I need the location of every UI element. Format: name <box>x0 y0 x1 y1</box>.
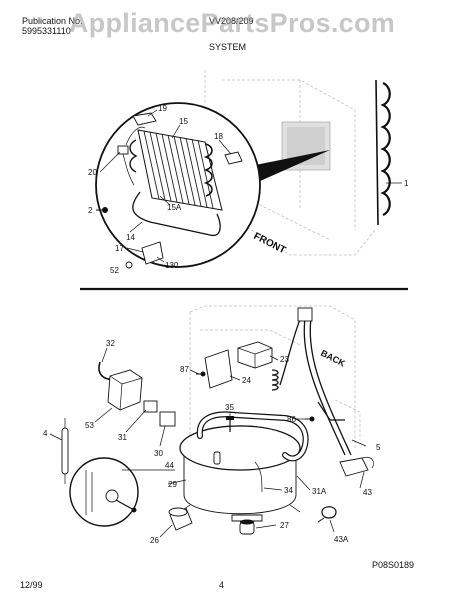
publication-number: 5995331110 <box>22 26 71 36</box>
tubing-bundle-5 <box>271 307 352 456</box>
grommet-26 <box>168 507 193 531</box>
callout-14: 14 <box>126 233 135 242</box>
callout-20: 20 <box>88 168 97 177</box>
callout-30: 30 <box>154 449 163 458</box>
drier-4 <box>61 418 69 484</box>
thermostat-20 <box>117 126 146 186</box>
pointer-arrow <box>240 150 330 190</box>
top-leader-lines <box>99 109 232 263</box>
callout-15: 15 <box>179 117 188 126</box>
screw-87 <box>196 371 206 377</box>
callout-31: 31 <box>118 433 127 442</box>
bottom-leader-lines <box>49 347 367 538</box>
screw-86 <box>305 416 315 422</box>
footer-date: 12/99 <box>20 580 43 590</box>
callout-24: 24 <box>242 376 251 385</box>
back-label: BACK <box>319 348 347 369</box>
callout-35: 35 <box>225 403 234 412</box>
callout-86: 86 <box>287 415 296 424</box>
footer-page: 4 <box>219 580 225 590</box>
callout-19: 19 <box>158 104 167 113</box>
connector-31 <box>143 400 158 413</box>
callout-17: 17 <box>115 244 124 253</box>
publication-label: Publication No. <box>22 16 83 26</box>
insulation-pad-18 <box>224 151 243 165</box>
cord-cover-53 <box>107 369 143 411</box>
watermark: AppliancePartsPros.com <box>68 8 396 38</box>
callout-43A: 43A <box>334 535 349 544</box>
callout-44: 44 <box>165 461 174 470</box>
foot-27 <box>239 519 255 535</box>
callout-15A: 15A <box>167 203 182 212</box>
drain-tube-14 <box>132 191 221 237</box>
screw-35 <box>226 416 234 432</box>
compressor-29 <box>179 411 309 522</box>
wire-34 <box>254 461 263 493</box>
bracket-24 <box>204 349 233 389</box>
callout-26: 26 <box>150 536 159 545</box>
connector-30 <box>159 411 176 427</box>
callout-53: 53 <box>85 421 94 430</box>
cabinet-outline-bottom <box>189 305 361 450</box>
callout-31A: 31A <box>312 487 327 496</box>
model-number: VV208/209 <box>209 16 254 26</box>
screw-2 <box>96 207 108 213</box>
diagram-code: P08S0189 <box>372 560 415 570</box>
callout-1: 1 <box>404 179 409 188</box>
callout-87: 87 <box>180 365 189 374</box>
callout-18: 18 <box>214 132 223 141</box>
callout-43: 43 <box>363 488 372 497</box>
callout-130: 130 <box>165 261 179 270</box>
top-callouts: 19 15 18 20 1 2 15A 14 17 52 130 <box>88 104 409 275</box>
screw-52 <box>125 261 133 269</box>
callout-23: 23 <box>280 355 289 364</box>
relay-23 <box>237 341 273 369</box>
callout-5: 5 <box>376 443 381 452</box>
front-label: FRONT <box>252 231 288 256</box>
insulation-pad-19 <box>132 112 157 126</box>
callout-34: 34 <box>284 486 293 495</box>
clip-43 <box>339 456 374 477</box>
condenser-coil <box>375 79 402 226</box>
clamp-43A <box>317 506 337 523</box>
section-title: SYSTEM <box>209 42 247 52</box>
detail-circle-44 <box>69 457 139 527</box>
evaporator <box>129 129 223 211</box>
callout-29: 29 <box>168 480 177 489</box>
callout-52: 52 <box>110 266 119 275</box>
callout-2: 2 <box>88 206 93 215</box>
callout-4: 4 <box>43 429 48 438</box>
bottom-callouts: 32 87 23 24 35 86 53 31 30 4 44 29 34 31… <box>43 339 381 545</box>
callout-32: 32 <box>106 339 115 348</box>
bracket-17 <box>141 241 164 265</box>
callout-27: 27 <box>280 521 289 530</box>
